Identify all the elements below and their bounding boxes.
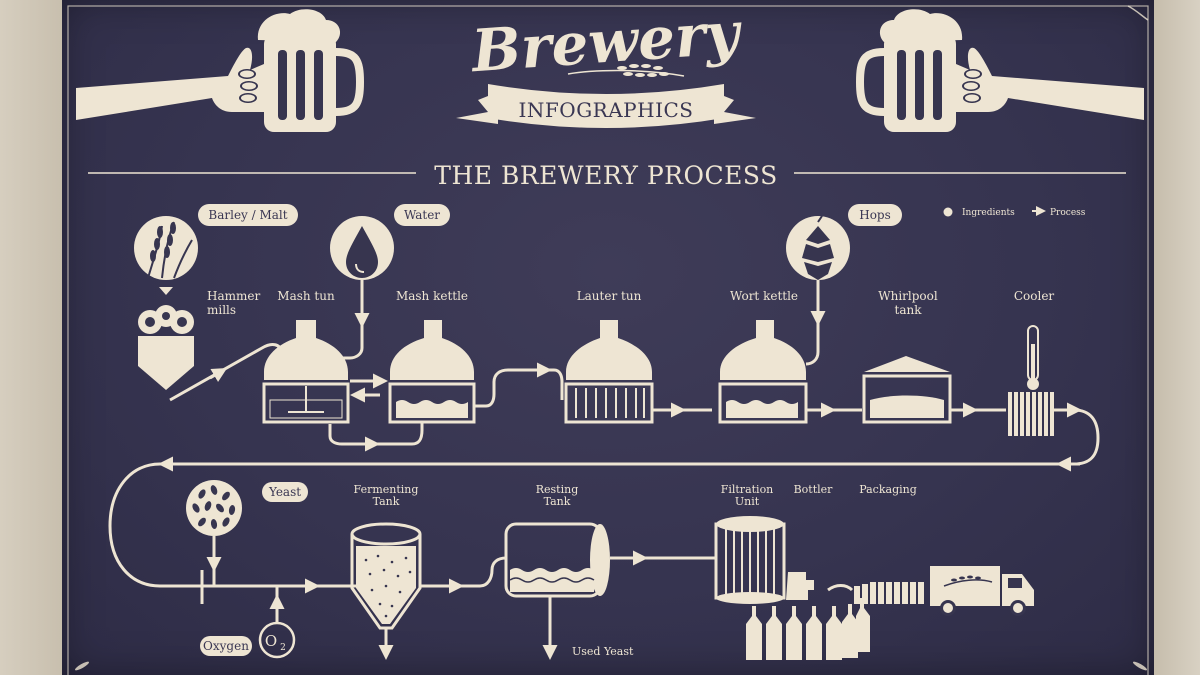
bottler-conveyor-icon bbox=[827, 582, 924, 604]
hops-ingredient: Hops bbox=[786, 204, 902, 280]
cooler-icon bbox=[1008, 325, 1054, 436]
wheat-logo-icon bbox=[567, 64, 685, 77]
legend-ingredients: Ingredients bbox=[962, 208, 1015, 218]
filtration-unit-icon bbox=[714, 516, 786, 604]
wall-left bbox=[0, 0, 62, 675]
oxygen-ingredient: O 2 Oxygen bbox=[200, 621, 296, 659]
whirlpool-tank-icon bbox=[862, 356, 952, 424]
fermenting-label-1: Fermenting bbox=[354, 483, 419, 496]
wort-kettle-label: Wort kettle bbox=[730, 289, 798, 303]
water-ingredient: Water bbox=[330, 204, 450, 280]
mash-tun-icon bbox=[262, 320, 350, 424]
water-drop-icon bbox=[346, 226, 378, 278]
hammer-mill-icon bbox=[138, 305, 194, 390]
used-yeast-label: Used Yeast bbox=[572, 645, 634, 658]
hammer-mills-label-1: Hammer bbox=[207, 289, 260, 303]
resting-label-1: Resting bbox=[536, 483, 579, 496]
hops-icon bbox=[802, 215, 834, 280]
wall-right bbox=[1154, 0, 1200, 675]
resting-tank-icon bbox=[504, 522, 610, 598]
barley-pill bbox=[198, 204, 298, 226]
ribbon-banner: INFOGRAPHICS bbox=[456, 84, 756, 128]
fermenting-tank-icon bbox=[350, 522, 422, 630]
yeast-pill bbox=[262, 482, 308, 502]
fermenting-label-2: Tank bbox=[373, 495, 400, 508]
bottler-label: Bottler bbox=[794, 483, 834, 496]
water-label: Water bbox=[404, 208, 440, 222]
legend-dot-icon bbox=[943, 207, 953, 217]
hops-label: Hops bbox=[859, 208, 891, 222]
mash-kettle-label: Mash kettle bbox=[396, 289, 468, 303]
resting-label-2: Tank bbox=[544, 495, 571, 508]
oxygen-pill bbox=[200, 636, 252, 656]
oxygen-label: Oxygen bbox=[203, 639, 249, 653]
barley-ingredient: Barley / Malt bbox=[134, 204, 298, 295]
filtration-label-2: Unit bbox=[735, 495, 760, 508]
corner-ornament-icon bbox=[75, 5, 1149, 671]
lauter-tun-label: Lauter tun bbox=[577, 289, 642, 303]
mash-kettle-icon bbox=[388, 320, 476, 424]
water-pill bbox=[394, 204, 450, 226]
row1-pipes bbox=[108, 280, 1100, 588]
delivery-truck-icon bbox=[930, 566, 1034, 616]
row2-pipes bbox=[200, 536, 716, 660]
whirlpool-label-2: tank bbox=[895, 303, 923, 317]
right-beer-mug-icon bbox=[855, 9, 1144, 132]
oxygen-symbol: O bbox=[265, 632, 277, 650]
packaging-label: Packaging bbox=[859, 483, 917, 496]
lauter-tun-icon bbox=[564, 320, 654, 424]
hammer-mills-label-2: mills bbox=[207, 303, 236, 317]
poster-border bbox=[67, 5, 1149, 675]
bottles-icon bbox=[746, 572, 870, 660]
process-title: THE BREWERY PROCESS bbox=[434, 161, 777, 190]
left-beer-mug-icon bbox=[76, 9, 365, 132]
barley-label: Barley / Malt bbox=[208, 208, 287, 222]
hops-pill bbox=[848, 204, 902, 226]
wort-kettle-icon bbox=[718, 320, 808, 424]
ribbon-label: INFOGRAPHICS bbox=[519, 98, 694, 122]
cooler-label: Cooler bbox=[1014, 289, 1055, 303]
brand-title: Brewery bbox=[468, 0, 746, 85]
barley-down-arrow-icon bbox=[159, 287, 173, 295]
yeast-label: Yeast bbox=[268, 485, 301, 499]
filtration-label-1: Filtration bbox=[721, 483, 774, 496]
oxygen-subscript: 2 bbox=[280, 643, 286, 653]
legend-process: Process bbox=[1050, 208, 1086, 218]
yeast-ingredient: Yeast bbox=[186, 480, 308, 536]
whirlpool-label-1: Whirlpool bbox=[878, 289, 938, 303]
mash-tun-label: Mash tun bbox=[277, 289, 335, 303]
